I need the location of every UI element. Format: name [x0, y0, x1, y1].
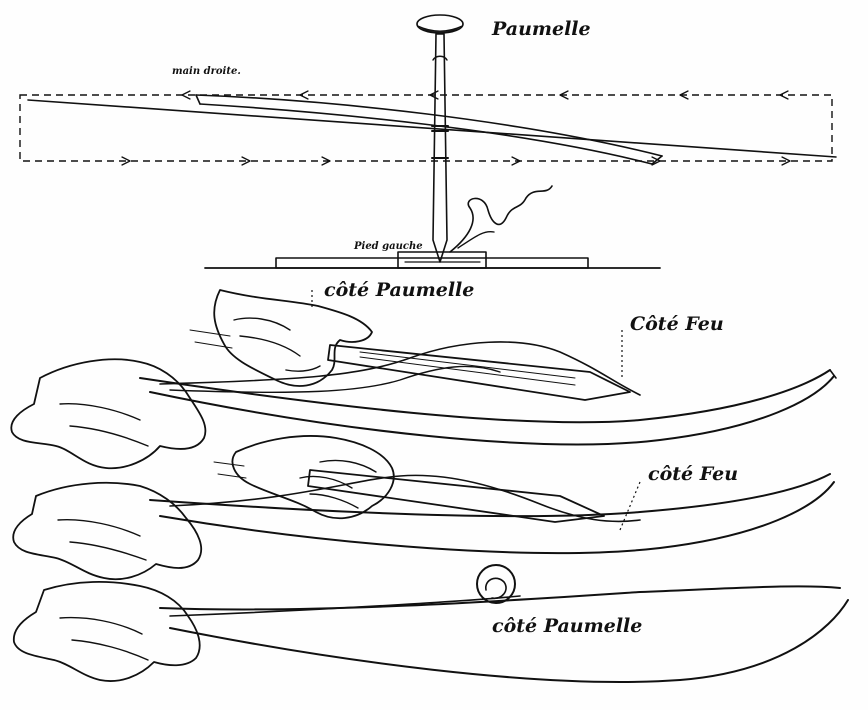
spindle-shaft: [432, 33, 448, 263]
bow-4-upper: [159, 585, 841, 611]
smoke-curl: [449, 185, 553, 253]
label-cote-feu-2: côté Feu: [648, 463, 738, 485]
left-hand-2: [10, 358, 207, 470]
bow-stick-lower: [199, 103, 653, 165]
top-figure: Paumelle main droite. Pied gauche côté P…: [19, 14, 837, 310]
figure-3: côté Feu: [12, 435, 835, 581]
drill-spindle: [416, 14, 464, 263]
bow-2-upper: [139, 369, 831, 424]
bow-3-lower: [159, 481, 835, 554]
figure-4: côté Paumelle: [13, 564, 849, 683]
bow-stick-ends: [195, 94, 663, 165]
bow-4-lower: [169, 599, 849, 683]
label-cote-paumelle-1: côté Paumelle: [324, 279, 474, 301]
spindle-bands: [431, 125, 449, 159]
spindle-2: [327, 344, 631, 401]
motion-arrows: [121, 90, 791, 166]
label-cote-feu-1: Côté Feu: [630, 313, 724, 335]
foot-block: [397, 251, 487, 269]
bow-stick-upper: [195, 94, 663, 157]
bow-3-upper: [149, 473, 831, 518]
left-hand-4: [13, 581, 201, 682]
upper-hand-2: [213, 289, 373, 387]
string-3: [169, 474, 641, 523]
bow-string-line: [27, 99, 837, 158]
label-main-droite: main droite.: [172, 66, 241, 77]
figure-2: Côté Feu: [10, 289, 837, 470]
string-4: [169, 595, 521, 617]
left-hand-3: [12, 481, 203, 581]
label-paumelle-top: Paumelle: [491, 18, 591, 40]
dashed-motion-frame: [19, 94, 833, 162]
spindle-3: [307, 469, 605, 523]
label-pied-gauche: Pied gauche: [353, 241, 423, 252]
paumelle-cap: [416, 14, 464, 34]
upper-hand-3: [231, 435, 395, 520]
bow-2-lower: [149, 375, 835, 446]
label-cote-paumelle-2: côté Paumelle: [492, 615, 642, 637]
fire-board: [275, 257, 589, 269]
string-2: [159, 341, 641, 396]
leader-cote-feu-2: [619, 481, 641, 531]
spindle-end-view: [476, 564, 516, 604]
